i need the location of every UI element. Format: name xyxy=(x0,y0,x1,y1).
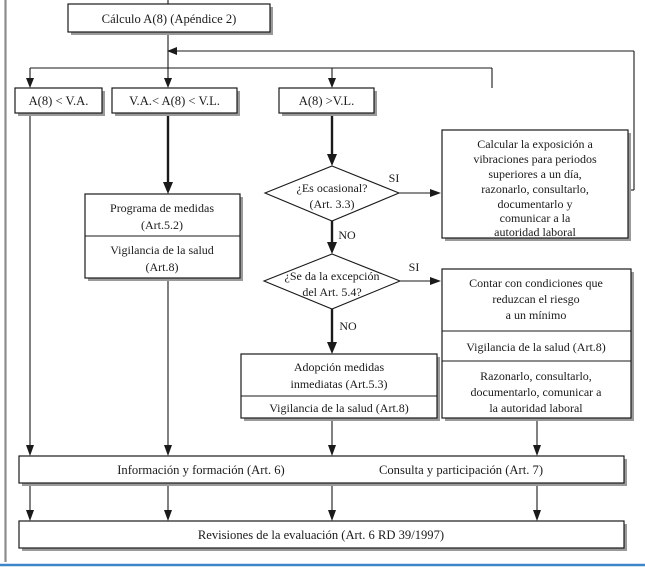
node-adopcion-row2-line1: Vigilancia de la salud (Art.8) xyxy=(269,401,409,415)
node-programa-row2-line1: Vigilancia de la salud xyxy=(110,243,214,257)
node-programa-row1-line2: (Art.5.2) xyxy=(141,218,183,232)
node-excepcion-line1: ¿Se da la excepción xyxy=(285,269,380,283)
node-calcular-line2: vibraciones para periodos xyxy=(473,152,597,166)
edge-label-no-excepcion: NO xyxy=(339,319,357,333)
arrowhead-contar-to-informacion xyxy=(533,445,541,456)
arrowhead-adopcion-to-informacion xyxy=(328,445,336,456)
node-contar-row1-line2: reduzcan el riesgo xyxy=(492,292,579,306)
node-informacion-box xyxy=(18,455,625,484)
node-calcular-line1: Calcular la exposición a xyxy=(477,137,593,151)
node-branch-va-box xyxy=(14,87,103,114)
node-es-ocasional-line1: ¿Es ocasional? xyxy=(297,181,368,195)
node-informacion-label-left: Información y formación (Art. 6) xyxy=(117,463,285,477)
node-branch-between-box xyxy=(111,87,238,114)
arrowhead-revisiones-1 xyxy=(26,510,34,521)
node-branch-between-label: V.A.< A(8) < V.L. xyxy=(129,94,220,108)
arrowhead-revisiones-4 xyxy=(533,510,541,521)
node-es-ocasional[interactable]: ¿Es ocasional? (Art. 3.3) xyxy=(263,165,401,222)
node-adopcion-row1-line1: Adopción medidas xyxy=(294,360,385,374)
arrowhead-va-to-informacion xyxy=(26,445,34,456)
node-excepcion-shape xyxy=(262,253,402,310)
arrowhead-revisiones-2 xyxy=(164,510,172,521)
node-es-ocasional-line2: (Art. 3.3) xyxy=(310,197,355,211)
node-excepcion-line2: del Art. 5.4? xyxy=(302,285,361,299)
node-branch-vl[interactable]: A(8) >V.L. xyxy=(278,87,377,116)
node-calcular-line4: razonarlo, consultarlo, xyxy=(481,182,589,196)
node-contar-row3-line3: la autoridad laboral xyxy=(489,401,583,415)
arrowhead-ocasional-si xyxy=(430,189,441,197)
node-programa-row2-line2: (Art.8) xyxy=(146,260,179,274)
node-calcular-exposicion-box xyxy=(441,129,629,239)
node-excepcion[interactable]: ¿Se da la excepción del Art. 5.4? xyxy=(262,253,402,310)
arrowhead-to-between xyxy=(164,78,172,88)
node-calcular-line7: autoridad laboral xyxy=(494,225,576,239)
node-branch-va-label: A(8) < V.A. xyxy=(29,94,89,108)
node-calculo-box xyxy=(67,3,271,33)
node-branch-vl-box xyxy=(278,87,375,114)
node-contar-row1-line1: Contar con condiciones que xyxy=(469,276,603,290)
edge-label-no-ocasional: NO xyxy=(338,228,356,242)
node-branch-vl-label: A(8) >V.L. xyxy=(299,94,355,108)
arrowhead-feedback-into-trunk xyxy=(167,47,177,55)
node-revisiones-box xyxy=(18,520,625,549)
node-contar-row1-line3: a un mínimo xyxy=(506,308,567,322)
node-calcular-line3: superiores a un día, xyxy=(488,167,581,181)
node-revisiones-label: Revisiones de la evaluación (Art. 6 RD 3… xyxy=(198,528,444,542)
node-adopcion-row1-line2: inmediatas (Art.5.3) xyxy=(291,377,388,391)
node-calcular-line5: documentarlo y xyxy=(498,197,573,211)
arrowhead-vl-to-ocasional xyxy=(327,154,337,166)
arrowhead-excepcion-no xyxy=(327,342,337,354)
arrowhead-to-vl xyxy=(328,78,336,88)
node-calcular-exposicion[interactable]: Calcular la exposición a vibraciones par… xyxy=(441,129,631,241)
arrowhead-ocasional-no xyxy=(327,242,337,254)
node-programa-row1-line1: Programa de medidas xyxy=(110,201,214,215)
node-calcular-line6: comunicar a la xyxy=(500,211,571,225)
arrowhead-excepcion-si xyxy=(430,277,441,285)
node-contar-row2-line1: Vigilancia de la salud (Art.8) xyxy=(466,340,606,354)
node-informacion[interactable]: Información y formación (Art. 6) Consult… xyxy=(18,455,627,486)
node-informacion-label-right: Consulta y participación (Art. 7) xyxy=(379,463,543,477)
node-branch-between[interactable]: V.A.< A(8) < V.L. xyxy=(111,87,240,116)
edge-label-si-excepcion: SI xyxy=(409,260,420,274)
node-revisiones[interactable]: Revisiones de la evaluación (Art. 6 RD 3… xyxy=(18,520,627,551)
arrowhead-between-to-programa xyxy=(163,182,173,194)
node-contar-condiciones[interactable]: Contar con condiciones que reduzcan el r… xyxy=(441,268,634,421)
node-contar-row3-line1: Razonarlo, consultarlo, xyxy=(480,369,592,383)
node-branch-va[interactable]: A(8) < V.A. xyxy=(14,87,105,116)
node-adopcion-box xyxy=(240,353,438,419)
arrowhead-programa-to-informacion xyxy=(164,445,172,456)
edge-label-si-ocasional: SI xyxy=(389,171,400,185)
arrowhead-to-va xyxy=(26,78,34,88)
node-programa[interactable]: Programa de medidas (Art.5.2) Vigilancia… xyxy=(84,193,243,281)
node-adopcion[interactable]: Adopción medidas inmediatas (Art.5.3) Vi… xyxy=(240,353,440,421)
arrowhead-revisiones-3 xyxy=(328,510,336,521)
node-contar-box xyxy=(441,268,632,419)
node-es-ocasional-shape xyxy=(263,165,401,222)
node-contar-row3-line2: documentarlo, comunicar a xyxy=(471,385,603,399)
node-calculo-label: Cálculo A(8) (Apéndice 2) xyxy=(102,12,237,26)
node-calculo[interactable]: Cálculo A(8) (Apéndice 2) xyxy=(67,3,273,35)
